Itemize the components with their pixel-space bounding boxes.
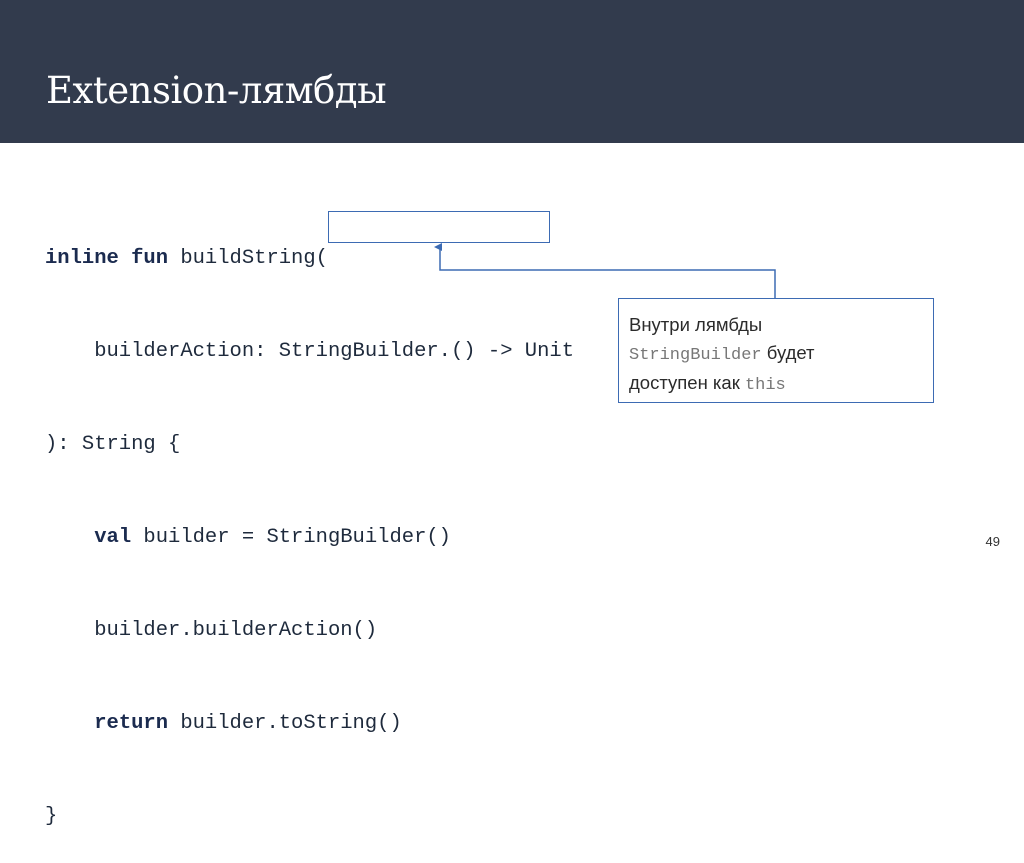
keyword-fun: fun [131, 247, 169, 270]
slide-title: Extension-лямбды [46, 69, 387, 112]
callout-text: доступен как [629, 372, 745, 393]
callout-code-this: this [744, 376, 786, 395]
code-text: builder.toString() [168, 712, 402, 735]
code-line-7: } [45, 805, 58, 828]
callout-line-3: доступен как this [629, 369, 923, 400]
code-text: buildString( [168, 247, 328, 270]
keyword-return: return [94, 712, 169, 735]
slide-header: Extension-лямбды [0, 0, 1024, 143]
code-text: () -> Unit [450, 340, 575, 363]
receiver-type: StringBuilder. [278, 340, 451, 363]
code-line-4: val builder = StringBuilder() [45, 522, 574, 553]
receiver-highlight-box [328, 211, 550, 243]
keyword-inline: inline [45, 247, 119, 270]
callout-line-2: StringBuilder будет [629, 339, 923, 370]
code-line-1: inline fun buildString( [45, 243, 574, 274]
code-block: inline fun buildString( builderAction: S… [45, 181, 574, 863]
code-line-3: ): String { [45, 433, 181, 456]
callout-box: Внутри лямбды StringBuilder будет доступ… [618, 298, 934, 403]
code-line-6: return builder.toString() [45, 708, 574, 739]
code-text: builder = StringBuilder() [131, 526, 451, 549]
callout-text: будет [761, 341, 815, 363]
callout-code-stringbuilder: StringBuilder [629, 345, 762, 365]
code-text: builderAction: [45, 340, 279, 363]
callout-line-1: Внутри лямбды [629, 314, 763, 335]
keyword-val: val [94, 526, 132, 549]
code-line-2: builderAction: StringBuilder.() -> Unit [45, 336, 574, 367]
page-number: 49 [985, 534, 1000, 549]
code-line-5: builder.builderAction() [45, 619, 378, 642]
